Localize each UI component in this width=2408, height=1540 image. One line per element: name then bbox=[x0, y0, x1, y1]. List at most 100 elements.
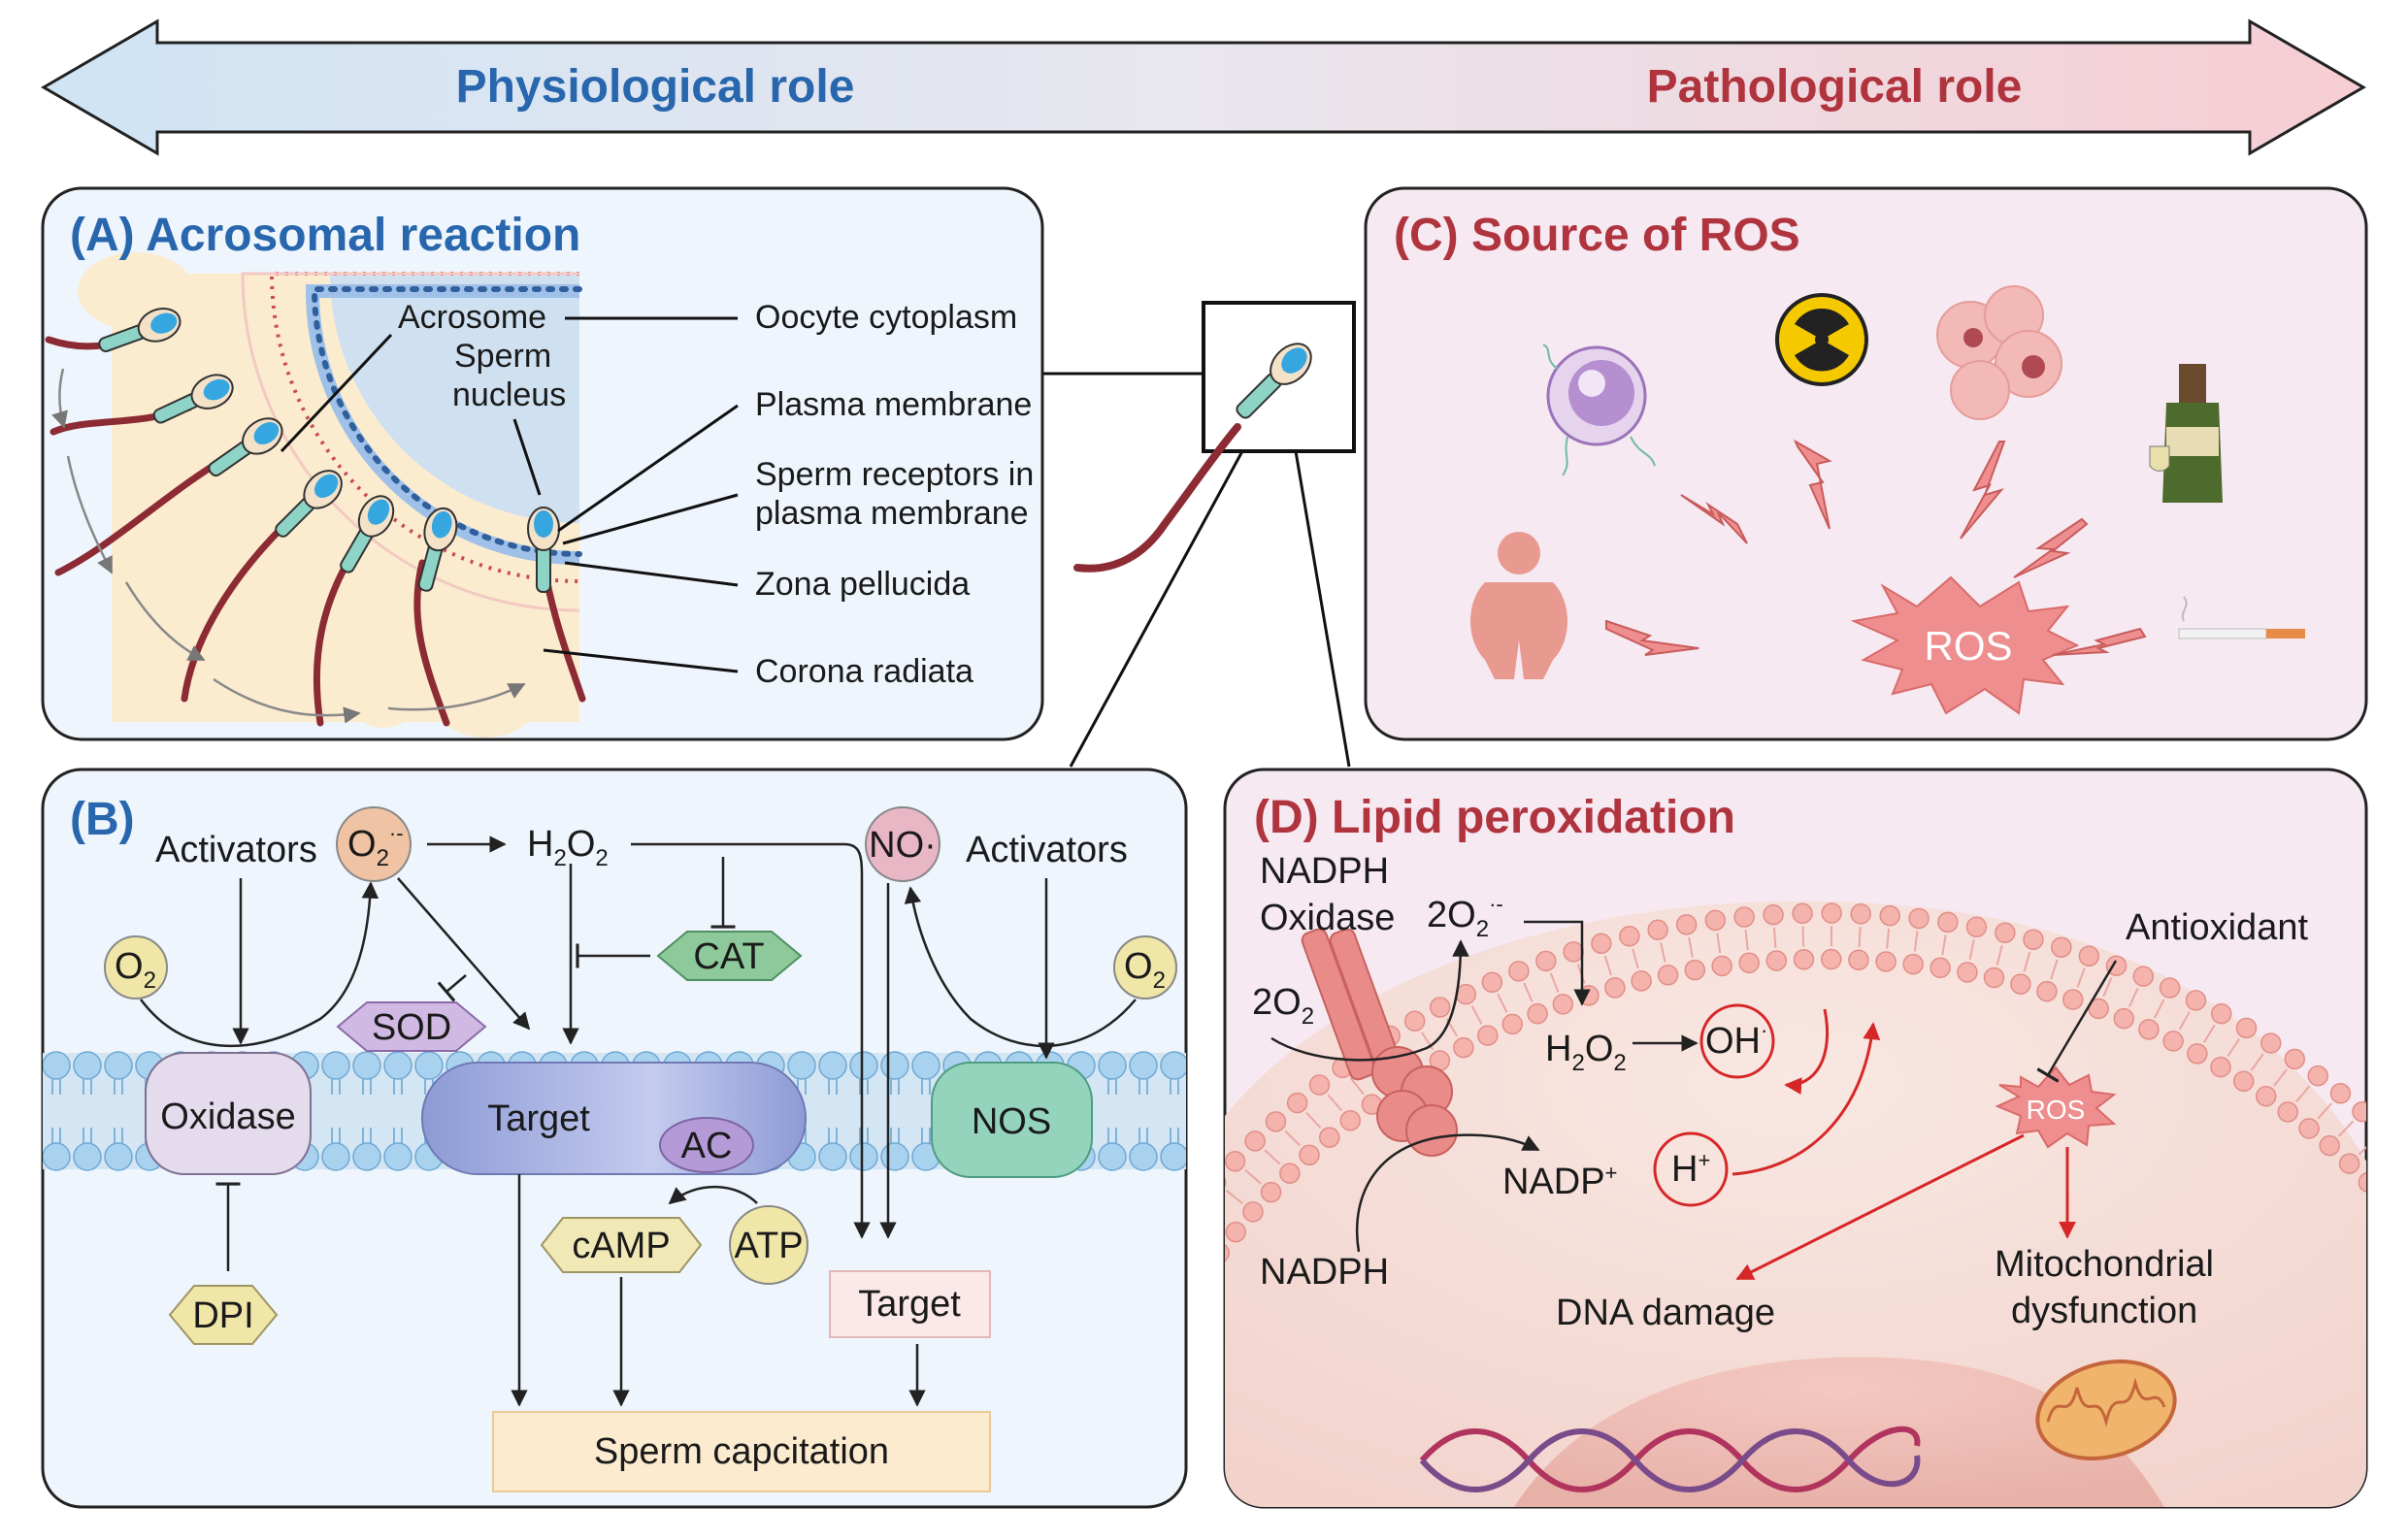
sperm-capacitation-node bbox=[492, 1411, 991, 1492]
cat-node bbox=[656, 931, 803, 981]
obesity-icon bbox=[1470, 532, 1567, 679]
h-plus-h: H bbox=[1671, 1149, 1698, 1190]
nadph-oxidase-protein bbox=[1301, 928, 1458, 1157]
lipid-head bbox=[383, 1142, 412, 1171]
target-membrane-label: Target bbox=[487, 1098, 590, 1139]
lipid-head bbox=[1481, 971, 1503, 994]
lipid-tail bbox=[1603, 955, 1609, 967]
lipid-tail bbox=[2076, 977, 2083, 988]
nitric-oxide-label: NO· bbox=[869, 825, 937, 866]
lipid-head bbox=[2210, 1056, 2231, 1078]
h2o2-d-h: H bbox=[1545, 1029, 1571, 1069]
lipid-head bbox=[1242, 1201, 1264, 1223]
hydroxyl-node bbox=[1699, 1003, 1775, 1079]
two-o2-sub: 2 bbox=[1302, 1003, 1314, 1030]
lipid-tail bbox=[2301, 1085, 2311, 1095]
lipid-head bbox=[1160, 1051, 1186, 1080]
lipid-tail bbox=[1996, 955, 2001, 966]
lipid-head bbox=[1733, 906, 1755, 928]
lipid-head bbox=[1225, 1150, 1246, 1172]
o2-left-node bbox=[104, 935, 168, 999]
lipid-head bbox=[2358, 1171, 2366, 1194]
lipid-head bbox=[2307, 1065, 2328, 1087]
superoxide-sup: ·- bbox=[389, 821, 404, 845]
lipid-head bbox=[2036, 980, 2058, 1002]
lipid-head bbox=[73, 1142, 102, 1171]
activators-right-label: Activators bbox=[966, 830, 1128, 870]
lipid-head bbox=[1957, 962, 1978, 983]
lipid-tail bbox=[1913, 940, 1918, 952]
panel-d-title: (D) Lipid peroxidation bbox=[1254, 792, 1735, 843]
lipid-head bbox=[321, 1142, 350, 1171]
lipid-head bbox=[2105, 955, 2128, 976]
lipid-tail bbox=[2132, 987, 2139, 999]
o2-left-sub: 2 bbox=[144, 967, 156, 994]
lipid-tail bbox=[2273, 1076, 2282, 1087]
cell-illustration bbox=[1188, 901, 2408, 1507]
oxidase-node bbox=[145, 1052, 312, 1175]
h2o2-b-sub2: 2 bbox=[595, 845, 608, 871]
lipid-tail bbox=[2178, 1020, 2186, 1031]
lipid-tail bbox=[1527, 992, 1534, 1002]
lipid-head bbox=[818, 1051, 847, 1080]
lipid-head bbox=[1930, 957, 1951, 979]
lipid-tail bbox=[1745, 939, 1749, 951]
target-box-node bbox=[829, 1270, 991, 1338]
lipid-tail bbox=[2232, 1038, 2240, 1049]
nitric-oxide-node bbox=[865, 806, 940, 882]
lipid-tail bbox=[1744, 930, 1748, 940]
lipid-tail bbox=[1475, 1014, 1483, 1025]
lipid-head bbox=[2319, 1134, 2340, 1157]
panel-a-leader-lines bbox=[280, 316, 739, 673]
lipid-head bbox=[1902, 953, 1924, 975]
h2o2-d-sub2: 2 bbox=[1613, 1050, 1626, 1076]
lipid-tail bbox=[1497, 993, 1503, 1004]
lipid-tail bbox=[2279, 1068, 2288, 1079]
lipid-head bbox=[2394, 1141, 2408, 1161]
atp-label: ATP bbox=[734, 1226, 803, 1266]
h2o2-d-o: O bbox=[1585, 1029, 1614, 1069]
lipid-head bbox=[1188, 1194, 1207, 1213]
o2-right-o: O bbox=[1124, 946, 1153, 987]
lipid-head bbox=[2377, 1192, 2396, 1211]
lipid-head bbox=[2395, 1212, 2408, 1231]
panel-d: (D) Lipid peroxidation NADPH Oxidase 2O2… bbox=[1188, 768, 2408, 1509]
lipid-tail bbox=[1421, 1032, 1429, 1042]
lipid-tail bbox=[2256, 1053, 2264, 1064]
lipid-tail bbox=[1717, 942, 1722, 954]
lipid-tail bbox=[2023, 961, 2029, 972]
sperm-nucleus-label-2: nucleus bbox=[452, 377, 566, 413]
lipid-head bbox=[2132, 966, 2155, 987]
superoxide-sub: 2 bbox=[377, 845, 389, 871]
h-plus-node bbox=[1653, 1131, 1729, 1207]
lipid-head bbox=[1563, 941, 1584, 963]
panel-d-black-arrows bbox=[1270, 920, 2118, 1253]
ros-label-d: ROS bbox=[2027, 1095, 2086, 1125]
lipid-head bbox=[2088, 998, 2109, 1020]
ros-burst bbox=[1850, 575, 2080, 715]
lipid-head bbox=[2138, 1019, 2160, 1040]
pathological-role-label: Pathological role bbox=[1647, 61, 2023, 113]
lipid-head bbox=[1098, 1142, 1127, 1171]
lipid-tail bbox=[1998, 944, 2003, 956]
mitochondrion-icon bbox=[2035, 1360, 2177, 1460]
lipid-tail bbox=[1234, 1196, 1243, 1205]
sperm-receptors-label-2: plasma membrane bbox=[755, 495, 1029, 532]
lipid-head bbox=[849, 1142, 878, 1171]
lipid-tail bbox=[1688, 936, 1692, 948]
lipid-head bbox=[1194, 1264, 1213, 1284]
lipid-head bbox=[2023, 929, 2044, 951]
dna-damage-label: DNA damage bbox=[1556, 1293, 1775, 1333]
lipid-tail bbox=[2080, 967, 2086, 978]
lipid-head bbox=[1455, 983, 1477, 1005]
lipid-tail bbox=[1689, 947, 1694, 958]
atp-node bbox=[729, 1205, 808, 1285]
two-o2-superoxide-o: 2O bbox=[1427, 895, 1476, 935]
lipid-head bbox=[2185, 990, 2207, 1011]
lipid-head bbox=[2277, 1101, 2298, 1123]
lipid-head bbox=[1098, 1051, 1127, 1080]
o2-right-label: O2 bbox=[1124, 946, 1166, 994]
two-o2-superoxide-sub: 2 bbox=[1476, 916, 1489, 942]
corona-radiata-label: Corona radiata bbox=[755, 653, 973, 690]
panel-c: (C) Source of ROS ROS bbox=[1364, 186, 2368, 741]
